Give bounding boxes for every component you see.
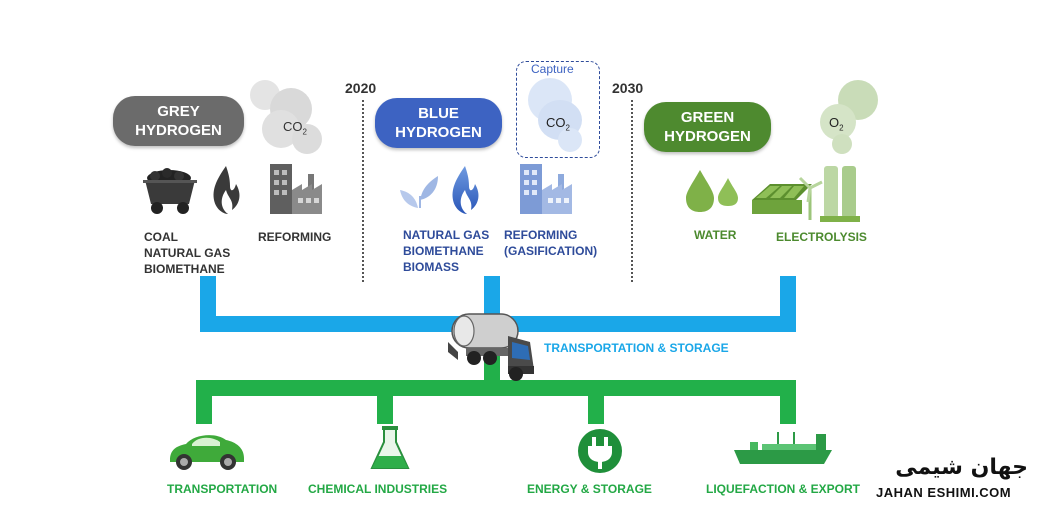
biomass-leaves-icon xyxy=(400,176,438,208)
blue-hydrogen-badge: BLUE HYDROGEN xyxy=(375,98,502,148)
tanker-truck-icon xyxy=(448,313,534,381)
lng-ship-icon xyxy=(734,432,832,464)
green-o2-label: O2 xyxy=(829,115,844,133)
use-energy-storage: ENERGY & STORAGE xyxy=(527,482,652,496)
water-drops-icon xyxy=(686,170,738,212)
capture-label: Capture xyxy=(531,62,574,76)
coal-cart-icon xyxy=(143,168,197,214)
green-source-label: WATER xyxy=(694,228,737,242)
grey-sources-label: COAL NATURAL GAS BIOMETHANE xyxy=(144,230,231,276)
divider-2020 xyxy=(362,100,364,282)
blue-gas-flame-icon xyxy=(452,166,479,214)
car-icon xyxy=(170,435,244,470)
site-logo: جهان شیمی JAHAN ESHIMI.COM xyxy=(874,455,1034,507)
use-chemical-industries: CHEMICAL INDUSTRIES xyxy=(308,482,448,496)
green-hydrogen-badge: GREEN HYDROGEN xyxy=(644,102,771,152)
use-liquefaction-export: LIQUEFACTION & EXPORT xyxy=(706,482,861,496)
grey-co2-label: CO2 xyxy=(283,119,307,137)
green-process-label: ELECTROLYSIS xyxy=(776,230,867,244)
green-title-line2: HYDROGEN xyxy=(664,128,751,145)
grey-process-label: REFORMING xyxy=(258,230,332,244)
green-title-line1: GREEN xyxy=(680,109,735,126)
year-2020: 2020 xyxy=(345,80,377,96)
blue-co2-label: CO2 xyxy=(546,115,570,133)
transport-storage-label: TRANSPORTATION & STORAGE xyxy=(544,341,729,355)
year-2030: 2030 xyxy=(612,80,644,96)
grey-factory-icon xyxy=(270,164,322,214)
blue-sources-label: NATURAL GAS BIOMETHANE BIOMASS xyxy=(403,228,490,274)
energy-plug-icon xyxy=(578,429,622,473)
gas-flame-icon xyxy=(213,166,240,214)
blue-title-line2: HYDROGEN xyxy=(395,124,482,141)
grey-title-line1: GREY xyxy=(157,103,200,120)
grey-hydrogen-badge: GREY HYDROGEN xyxy=(113,96,244,146)
blue-factory-icon xyxy=(520,164,572,214)
grey-title-line2: HYDROGEN xyxy=(135,122,222,139)
capture-box xyxy=(516,61,600,158)
blue-title-line1: BLUE xyxy=(418,105,459,122)
electrolysis-plant-icon xyxy=(752,166,860,222)
use-transportation: TRANSPORTATION xyxy=(167,482,278,496)
chemical-flask-icon xyxy=(370,426,410,469)
blue-process-label: REFORMING (GASIFICATION) xyxy=(504,228,598,258)
logo-latin-text: JAHAN ESHIMI.COM xyxy=(876,485,1012,500)
logo-arabic-text: جهان شیمی xyxy=(895,455,1028,480)
divider-2030 xyxy=(631,100,633,282)
